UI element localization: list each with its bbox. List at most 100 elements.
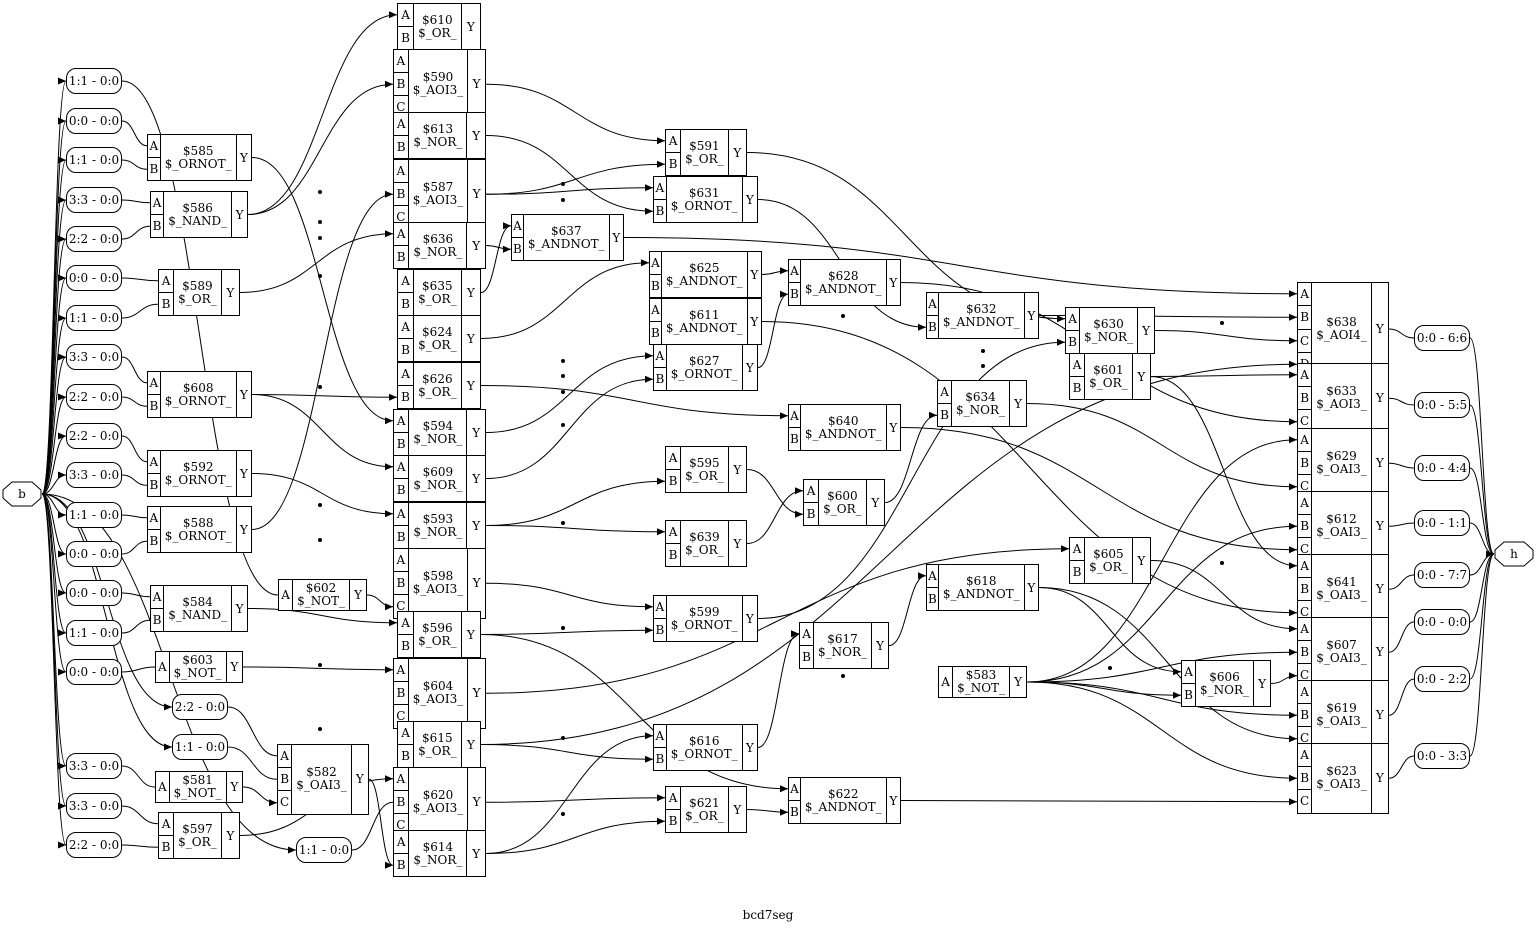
- output-slice[interactable]: 0:0 - 5:5: [1414, 392, 1470, 418]
- input-slice[interactable]: 0:0 - 0:0: [66, 108, 122, 134]
- wire-slice-to-cell: [121, 277, 159, 282]
- output-slice[interactable]: 0:0 - 0:0: [1414, 609, 1470, 635]
- output-slice[interactable]: 0:0 - 6:6: [1414, 325, 1470, 351]
- input-slice[interactable]: 3:3 - 0:0: [66, 462, 122, 488]
- input-slice[interactable]: 2:2 - 0:0: [66, 423, 122, 449]
- input-port-b[interactable]: b: [2, 481, 42, 507]
- input-slice[interactable]: 0:0 - 0:0: [66, 541, 122, 567]
- cell-638[interactable]: ABCD$638$_AOI4_Y: [1297, 282, 1389, 376]
- input-slice[interactable]: 1:1 - 0:0: [66, 305, 122, 331]
- input-slice[interactable]: 3:3 - 0:0: [66, 187, 122, 213]
- input-slice[interactable]: 3:3 - 0:0: [66, 753, 122, 779]
- input-slice[interactable]: 2:2 - 0:0: [172, 694, 228, 720]
- output-slice[interactable]: 0:0 - 4:4: [1414, 455, 1470, 481]
- input-slice[interactable]: 0:0 - 0:0: [66, 265, 122, 291]
- input-slice[interactable]: 1:1 - 0:0: [66, 620, 122, 646]
- input-slice[interactable]: 1:1 - 0:0: [66, 68, 122, 94]
- input-slice[interactable]: 1:1 - 0:0: [66, 502, 122, 528]
- output-slice[interactable]: 0:0 - 1:1: [1414, 510, 1470, 536]
- input-slice[interactable]: 1:1 - 0:0: [296, 837, 352, 863]
- input-slice[interactable]: 3:3 - 0:0: [66, 344, 122, 370]
- input-slice[interactable]: 2:2 - 0:0: [66, 832, 122, 858]
- input-slice[interactable]: 1:1 - 0:0: [172, 734, 228, 760]
- cell-581[interactable]: A$581$_NOT_Y: [155, 771, 243, 803]
- pin-a: A: [1298, 492, 1312, 516]
- input-slice[interactable]: 3:3 - 0:0: [66, 793, 122, 819]
- input-slice[interactable]: 2:2 - 0:0: [66, 226, 122, 252]
- output-slice[interactable]: 0:0 - 2:2: [1414, 666, 1470, 692]
- cell-583[interactable]: A$583$_NOT_Y: [938, 666, 1027, 698]
- output-slice[interactable]: 0:0 - 3:3: [1414, 743, 1470, 769]
- output-slice[interactable]: 0:0 - 7:7: [1414, 562, 1470, 588]
- pin-c: C: [396, 100, 406, 115]
- cell-603[interactable]: A$603$_NOT_Y: [155, 651, 243, 683]
- input-slice[interactable]: 1:1 - 0:0: [66, 147, 122, 173]
- arrow-head: [780, 785, 788, 793]
- output-port-h[interactable]: h: [1494, 541, 1534, 567]
- input-slice[interactable]: 0:0 - 0:0: [66, 580, 122, 606]
- cell-602[interactable]: A$602$_NOT_Y: [278, 579, 367, 611]
- input-slice[interactable]: 2:2 - 0:0: [66, 384, 122, 410]
- arrow-head: [58, 77, 66, 85]
- input-slice[interactable]: 0:0 - 0:0: [66, 659, 122, 685]
